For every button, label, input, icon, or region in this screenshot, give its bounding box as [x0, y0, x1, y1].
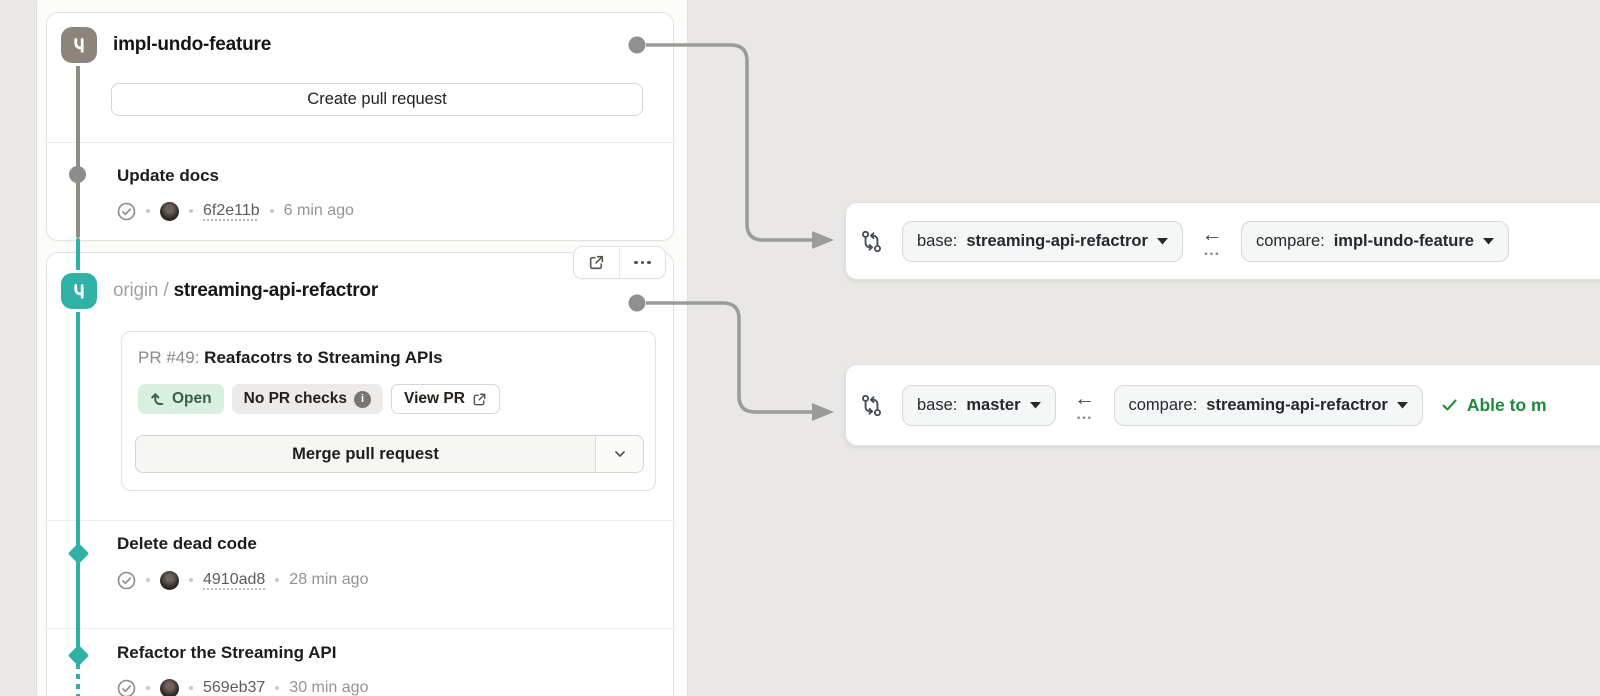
commit-title: Delete dead code — [117, 534, 257, 553]
commits-ellipsis: … — [1075, 404, 1094, 423]
dot-separator — [146, 578, 150, 582]
base-branch-selector[interactable]: base:streaming-api-refactror — [902, 220, 1183, 262]
dot-separator — [275, 578, 280, 582]
merge-status: Able to m — [1441, 395, 1547, 416]
commit-meta: 4910ad8 28 min ago — [117, 569, 368, 591]
commit-time: 30 min ago — [289, 679, 369, 696]
dot-separator — [189, 578, 193, 582]
branch-name: origin / streaming-api-refactror — [113, 273, 378, 309]
check-circle-icon — [117, 571, 136, 589]
commit-meta: 569eb37 30 min ago — [117, 677, 368, 696]
external-link-icon — [473, 393, 486, 405]
branch-card-impl-undo-feature: impl-undo-feature Create pull request Up… — [46, 12, 674, 241]
arrow-left-icon: ← — [1201, 223, 1223, 246]
more-options-button[interactable] — [619, 247, 665, 278]
pr-number: PR #49: — [138, 348, 200, 367]
commit-title: Refactor the Streaming API — [117, 643, 337, 662]
compare-branch-selector[interactable]: compare:streaming-api-refactror — [1113, 384, 1423, 426]
remote-separator: / — [163, 280, 169, 301]
pr-badges: Open No PR checks i View PR — [138, 384, 500, 414]
remote-name: origin — [113, 280, 159, 301]
branch-card-streaming-api-refactror: origin / streaming-api-refactror PR #49:… — [46, 246, 674, 696]
ellipsis-icon — [634, 260, 651, 265]
commits-ellipsis: … — [1202, 240, 1221, 259]
git-compare-icon — [862, 230, 881, 252]
commit-hash-link[interactable]: 4910ad8 — [203, 571, 266, 588]
branch-line-teal — [76, 238, 80, 658]
divider — [47, 520, 673, 521]
compare-direction: ← … — [1199, 223, 1225, 259]
dot-separator — [269, 209, 274, 213]
merge-split-button: Merge pull request — [135, 435, 644, 473]
caret-down-icon — [1156, 237, 1168, 244]
branch-name: impl-undo-feature — [113, 34, 272, 55]
dot-separator — [146, 209, 150, 213]
card-action-group — [573, 246, 666, 279]
pull-request-box: PR #49: Reafacotrs to Streaming APIs Ope… — [121, 331, 656, 491]
pr-title: PR #49: Reafacotrs to Streaming APIs — [138, 348, 443, 367]
compare-branch-selector[interactable]: compare:impl-undo-feature — [1240, 220, 1509, 262]
branch-name-text: streaming-api-refactror — [173, 280, 379, 301]
base-branch-selector[interactable]: base:master — [902, 384, 1056, 426]
check-circle-icon — [117, 202, 136, 220]
caret-down-icon — [1482, 237, 1494, 244]
pull-request-arrow-icon — [151, 392, 164, 405]
compare-direction: ← … — [1072, 387, 1098, 423]
author-avatar — [160, 201, 179, 221]
create-pull-request-button[interactable]: Create pull request — [111, 83, 643, 116]
branch-icon — [61, 273, 97, 309]
dot-separator — [189, 686, 193, 690]
check-circle-icon — [117, 679, 136, 696]
info-icon[interactable]: i — [354, 390, 372, 408]
commit-time: 28 min ago — [289, 571, 369, 588]
commit-hash-link[interactable]: 569eb37 — [203, 679, 266, 696]
chevron-down-icon — [614, 451, 625, 457]
open-external-button[interactable] — [574, 247, 619, 278]
branch-line-dotted — [76, 664, 80, 696]
view-pr-button[interactable]: View PR — [391, 384, 500, 414]
git-compare-icon — [862, 394, 881, 416]
commit-node — [69, 166, 86, 183]
merge-options-button[interactable] — [595, 436, 643, 472]
divider — [47, 628, 673, 629]
external-link-icon — [589, 255, 604, 270]
pr-checks-badge: No PR checks i — [231, 384, 384, 414]
dot-separator — [189, 209, 193, 213]
branch-line-gray — [76, 64, 80, 238]
commit-time: 6 min ago — [283, 202, 354, 219]
check-icon — [1442, 399, 1457, 411]
commit-hash-link[interactable]: 6f2e11b — [203, 202, 260, 219]
compare-bar-bottom: base:master ← … compare:streaming-api-re… — [845, 364, 1600, 446]
compare-bar-top: base:streaming-api-refactror ← … compare… — [845, 202, 1600, 280]
dot-separator — [275, 686, 280, 690]
commit-meta: 6f2e11b 6 min ago — [117, 200, 354, 222]
author-avatar — [160, 678, 179, 696]
caret-down-icon — [1396, 401, 1408, 408]
commit-title: Update docs — [117, 166, 220, 185]
merge-pull-request-button[interactable]: Merge pull request — [292, 444, 439, 463]
author-avatar — [160, 570, 179, 590]
divider — [47, 142, 673, 143]
arrow-left-icon: ← — [1074, 387, 1095, 410]
branch-icon — [61, 27, 97, 63]
caret-down-icon — [1029, 401, 1041, 408]
dot-separator — [146, 686, 150, 690]
pr-state-badge: Open — [138, 384, 224, 414]
